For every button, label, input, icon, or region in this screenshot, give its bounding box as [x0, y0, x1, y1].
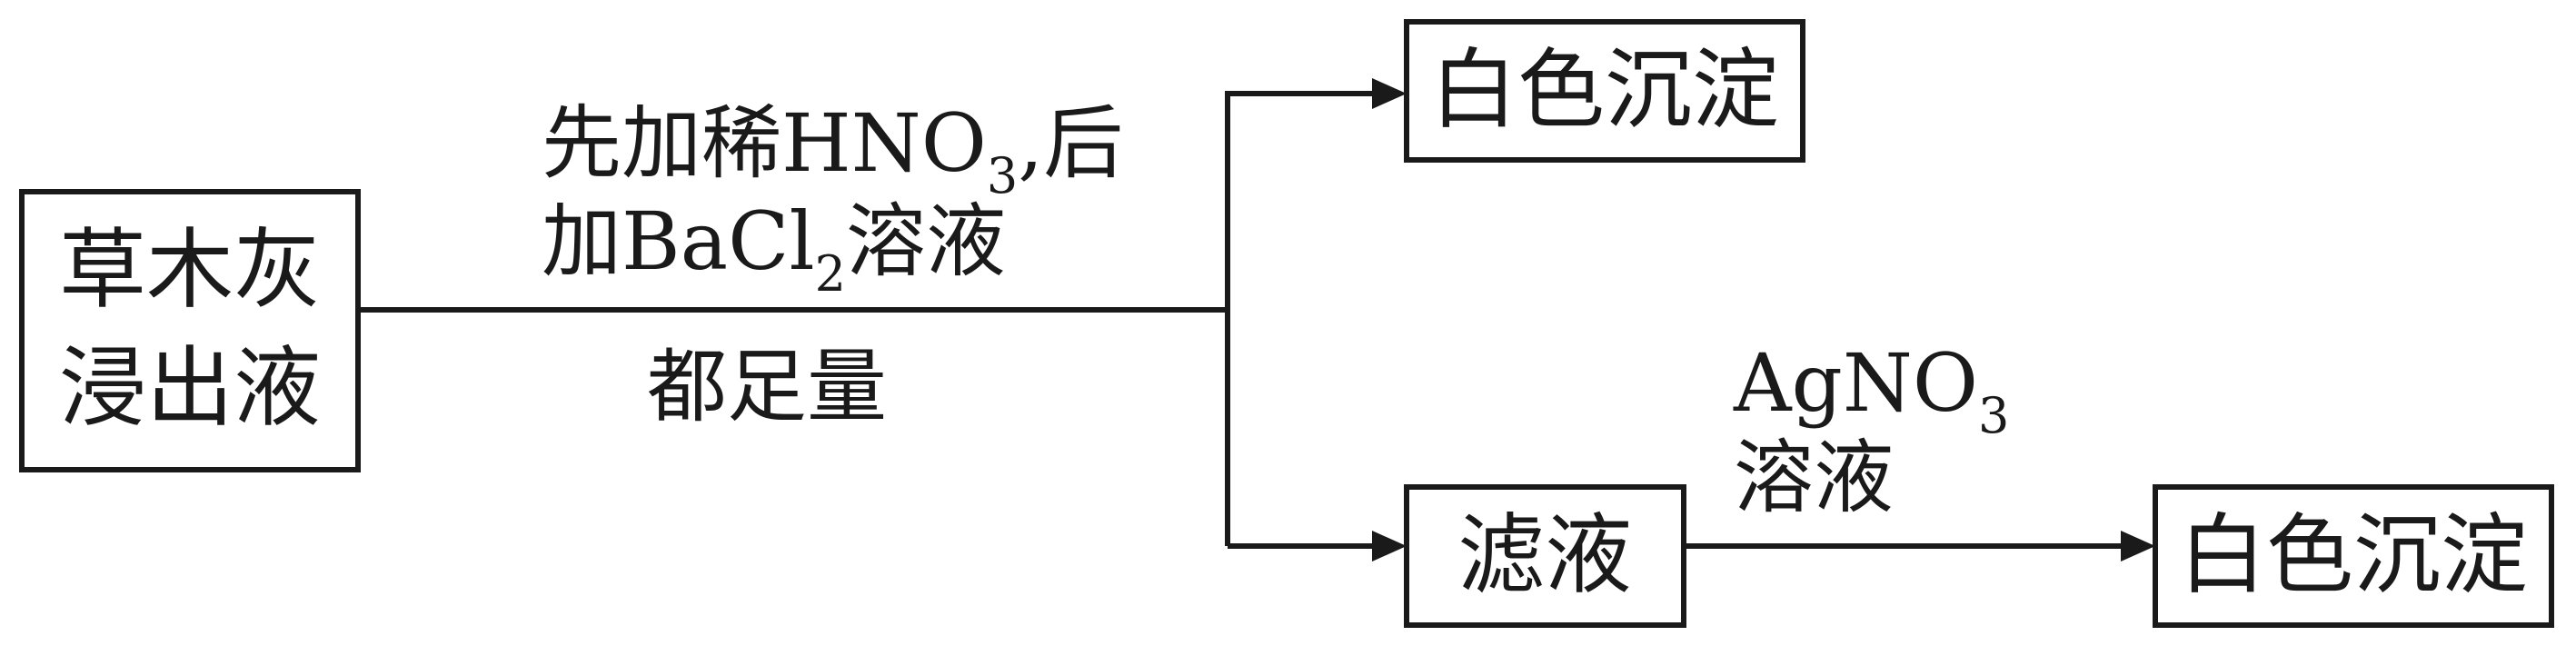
precipitate-top-box [1404, 19, 1805, 163]
reagent-step2-line2: 溶液 [1734, 431, 1894, 524]
reagent-step1-line2-prefix: 加BaCl [542, 194, 815, 288]
reagent-step2-line1: AgNO3 [1733, 336, 2009, 444]
reagent-step2-line1-subscript: 3 [1978, 387, 2009, 444]
source-label-line1: 草木灰 [59, 219, 321, 321]
source-node: 草木灰 浸出液 [19, 189, 361, 472]
filtrate-box [1404, 484, 1686, 628]
upper-branch-arrowhead [1372, 78, 1407, 109]
precipitate-bottom-box [2153, 484, 2554, 628]
reagent-step1-line2-subscript: 2 [815, 245, 846, 303]
reagent-step1-line1-suffix: ,后 [1018, 96, 1123, 190]
precipitate-bottom-node: 白色沉淀 [2153, 484, 2554, 628]
source-box [19, 189, 361, 472]
precipitate-top-label: 白色沉淀 [1430, 39, 1779, 141]
filtrate-label: 滤液 [1457, 504, 1632, 606]
precipitate-bottom-label: 白色沉淀 [2179, 504, 2528, 606]
precipitate-top-node: 白色沉淀 [1404, 19, 1805, 163]
reagent-step1-line1-subscript: 3 [987, 147, 1018, 204]
reagent-step1-line1-prefix: 先加稀HNO [542, 96, 987, 190]
reagent-step1-line1: 先加稀HNO3,后 [542, 96, 1123, 204]
filtrate-to-precipitate-arrowhead [2121, 531, 2155, 562]
reagent-step1-line3: 都足量 [647, 340, 887, 433]
reagent-step1-line2-suffix: 溶液 [846, 194, 1006, 288]
reagent-step1-line2: 加BaCl2溶液 [542, 194, 1006, 303]
source-label-line2: 浸出液 [59, 337, 321, 439]
reagent-step2-line1-prefix: AgNO [1733, 336, 1978, 430]
filtrate-node: 滤液 [1404, 484, 1686, 628]
lower-branch-arrowhead [1372, 531, 1407, 562]
